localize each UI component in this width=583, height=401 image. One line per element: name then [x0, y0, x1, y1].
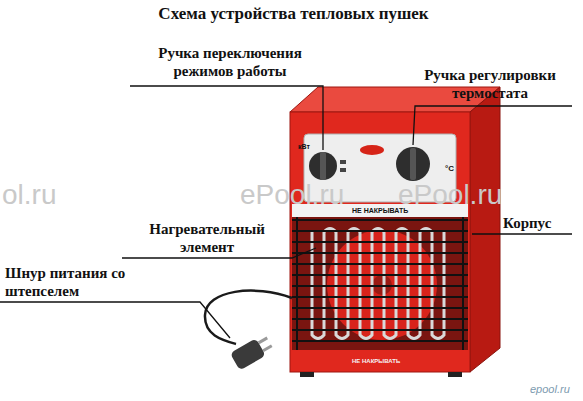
watermark: epool.ru — [530, 384, 570, 395]
grille-cavity — [292, 217, 468, 350]
indicator — [340, 160, 346, 164]
panel-marking: кВт — [298, 143, 310, 150]
thermostat-knob — [396, 147, 430, 181]
foot — [448, 372, 462, 377]
watermark: ePool.ru — [398, 181, 502, 209]
plug — [230, 333, 275, 370]
callout-label: Нагревательный элемент — [124, 220, 290, 256]
callout-label: Ручка регулировки термостата — [400, 66, 580, 102]
housing-front — [290, 112, 470, 372]
heating-coil — [312, 229, 444, 339]
power-cord — [205, 291, 292, 344]
leader-line — [0, 86, 572, 338]
callout-label: Шнур питания со штепселем — [5, 264, 165, 300]
foot — [300, 372, 314, 377]
panel-marking: °C — [445, 165, 454, 173]
diagram-title: Схема устройства тепловых пушек — [2, 4, 583, 24]
watermark: ePool.ru — [240, 181, 344, 209]
callout-label: Корпус — [503, 214, 578, 232]
mode-knob-grip — [320, 152, 326, 180]
grille — [292, 217, 468, 350]
housing-side — [470, 87, 500, 372]
mode-knob — [309, 152, 337, 180]
callout-label: Ручка переключения режимов работы — [135, 44, 325, 80]
thermostat-knob-grip — [410, 148, 416, 180]
warning-text: НЕ НАКРЫВАТЬ — [352, 358, 400, 364]
indicator — [340, 168, 346, 172]
logo — [360, 145, 384, 155]
watermark: ol.ru — [2, 181, 56, 209]
